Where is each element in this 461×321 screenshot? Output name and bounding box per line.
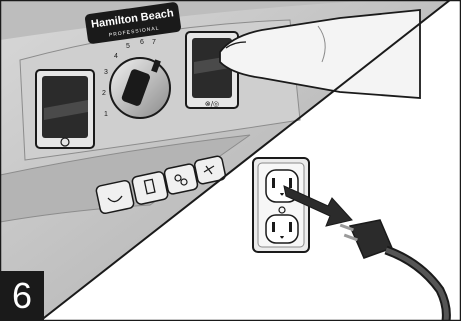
plug-icon <box>340 220 447 321</box>
soup-program-icon <box>95 180 134 214</box>
switch-label: ⊗/◎ <box>205 100 219 108</box>
dial-number: 5 <box>126 43 130 50</box>
dial-number: 7 <box>152 39 156 46</box>
wall-outlet-icon <box>253 158 309 252</box>
dial-number: 1 <box>104 111 108 118</box>
power-switch-icon <box>36 70 94 148</box>
dial-number: 4 <box>114 53 118 60</box>
step-number-badge: 6 <box>0 271 44 321</box>
dial-number: 2 <box>102 90 106 97</box>
smoothie-program-icon <box>131 171 168 205</box>
dial-number: 6 <box>140 39 144 46</box>
dial-number: 3 <box>104 69 108 76</box>
blender-panel: Hamilton Beach PROFESSIONAL 1 2 3 4 5 6 … <box>0 0 450 321</box>
